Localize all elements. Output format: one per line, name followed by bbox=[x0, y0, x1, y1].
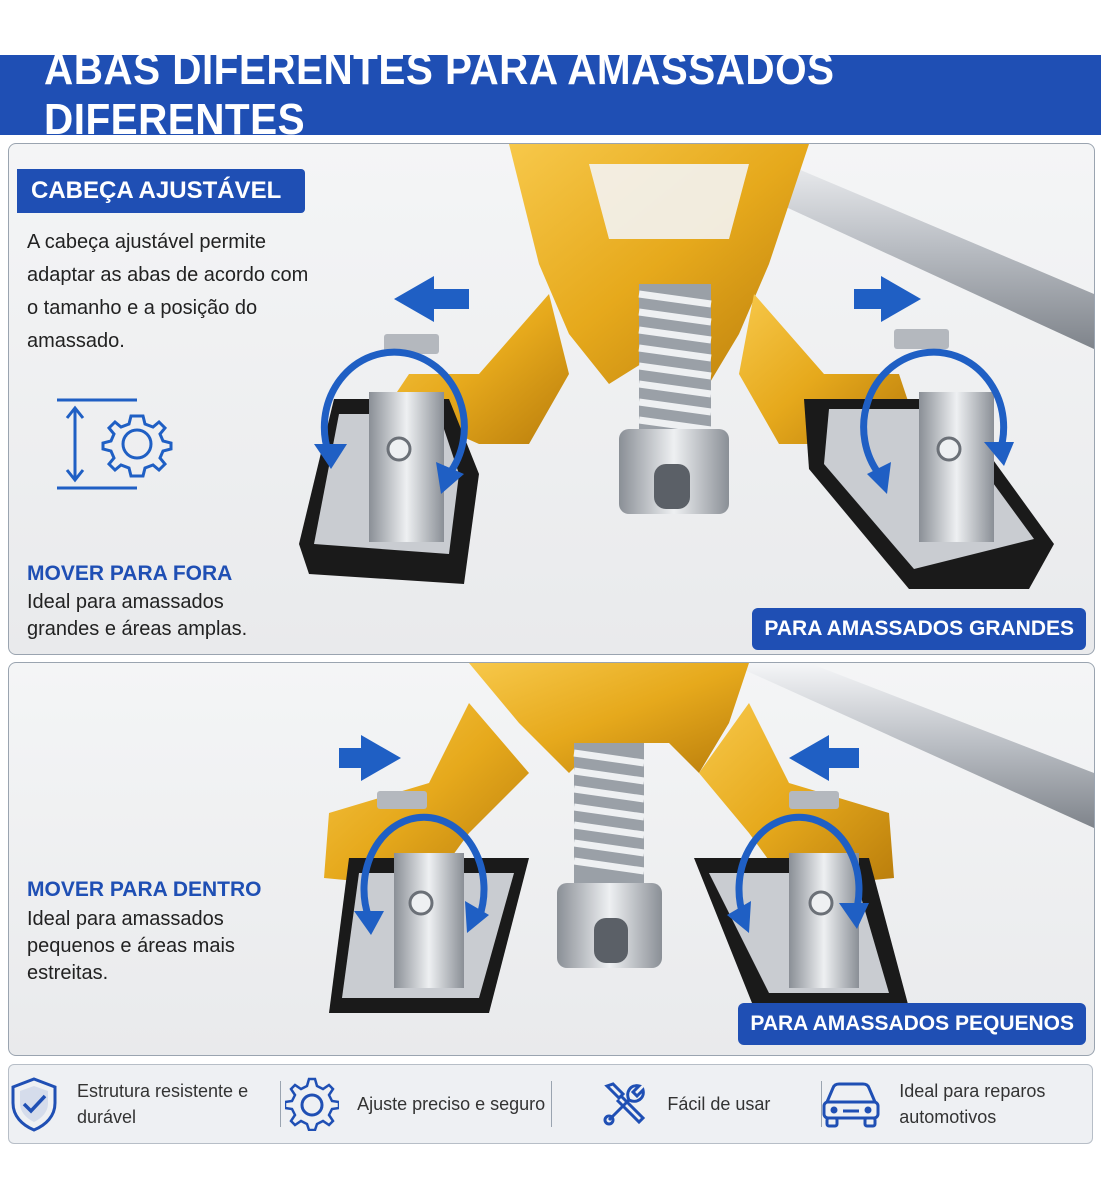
large-dents-label-text: PARA AMASSADOS GRANDES bbox=[764, 617, 1074, 640]
move-outward-title: MOVER PARA FORA bbox=[27, 562, 233, 585]
title-banner: ABAS DIFERENTES PARA AMASSADOS DIFERENTE… bbox=[0, 45, 1101, 144]
large-dents-label: PARA AMASSADOS GRANDES bbox=[752, 608, 1086, 650]
features-bar: Estrutura resistente e durável Ajuste pr… bbox=[8, 1064, 1093, 1144]
feature-easy: Fácil de usar bbox=[550, 1065, 822, 1143]
product-photo-inward bbox=[324, 663, 1094, 1013]
small-dents-label-text: PARA AMASSADOS PEQUENOS bbox=[750, 1012, 1074, 1035]
adjustable-head-description: A cabeça ajustável permite adaptar as ab… bbox=[27, 231, 309, 352]
move-inward-title: MOVER PARA DENTRO bbox=[27, 878, 262, 901]
feature-automotive-text: Ideal para reparos automotivos bbox=[899, 1081, 1046, 1127]
small-dents-label: PARA AMASSADOS PEQUENOS bbox=[738, 1003, 1086, 1045]
move-inward-text: Ideal para amassados pequenos e áreas ma… bbox=[27, 908, 235, 984]
panel-small-dents: MOVER PARA DENTRO Ideal para amassados p… bbox=[8, 662, 1095, 1056]
adjustable-head-heading: CABEÇA AJUSTÁVEL bbox=[17, 169, 305, 213]
feature-durable-text: Estrutura resistente e durável bbox=[77, 1081, 249, 1127]
heading-text: CABEÇA AJUSTÁVEL bbox=[31, 177, 282, 204]
feature-durable: Estrutura resistente e durável bbox=[9, 1065, 280, 1143]
panel-large-dents: CABEÇA AJUSTÁVEL A cabeça ajustável perm… bbox=[8, 143, 1095, 655]
feature-precise-text: Ajuste preciso e seguro bbox=[357, 1094, 546, 1114]
shield-check-icon bbox=[11, 1077, 57, 1132]
gear-icon bbox=[285, 1077, 340, 1131]
feature-easy-text: Fácil de usar bbox=[667, 1094, 771, 1114]
product-photo-outward bbox=[299, 144, 1094, 589]
car-icon bbox=[822, 1082, 880, 1128]
feature-precise: Ajuste preciso e seguro bbox=[279, 1065, 551, 1143]
move-outward-text: Ideal para amassados grandes e áreas amp… bbox=[27, 591, 248, 640]
feature-automotive: Ideal para reparos automotivos bbox=[821, 1065, 1092, 1143]
tools-icon bbox=[603, 1082, 646, 1126]
height-adjust-gear-icon bbox=[57, 398, 173, 490]
page-title: ABAS DIFERENTES PARA AMASSADOS DIFERENTE… bbox=[44, 45, 835, 144]
